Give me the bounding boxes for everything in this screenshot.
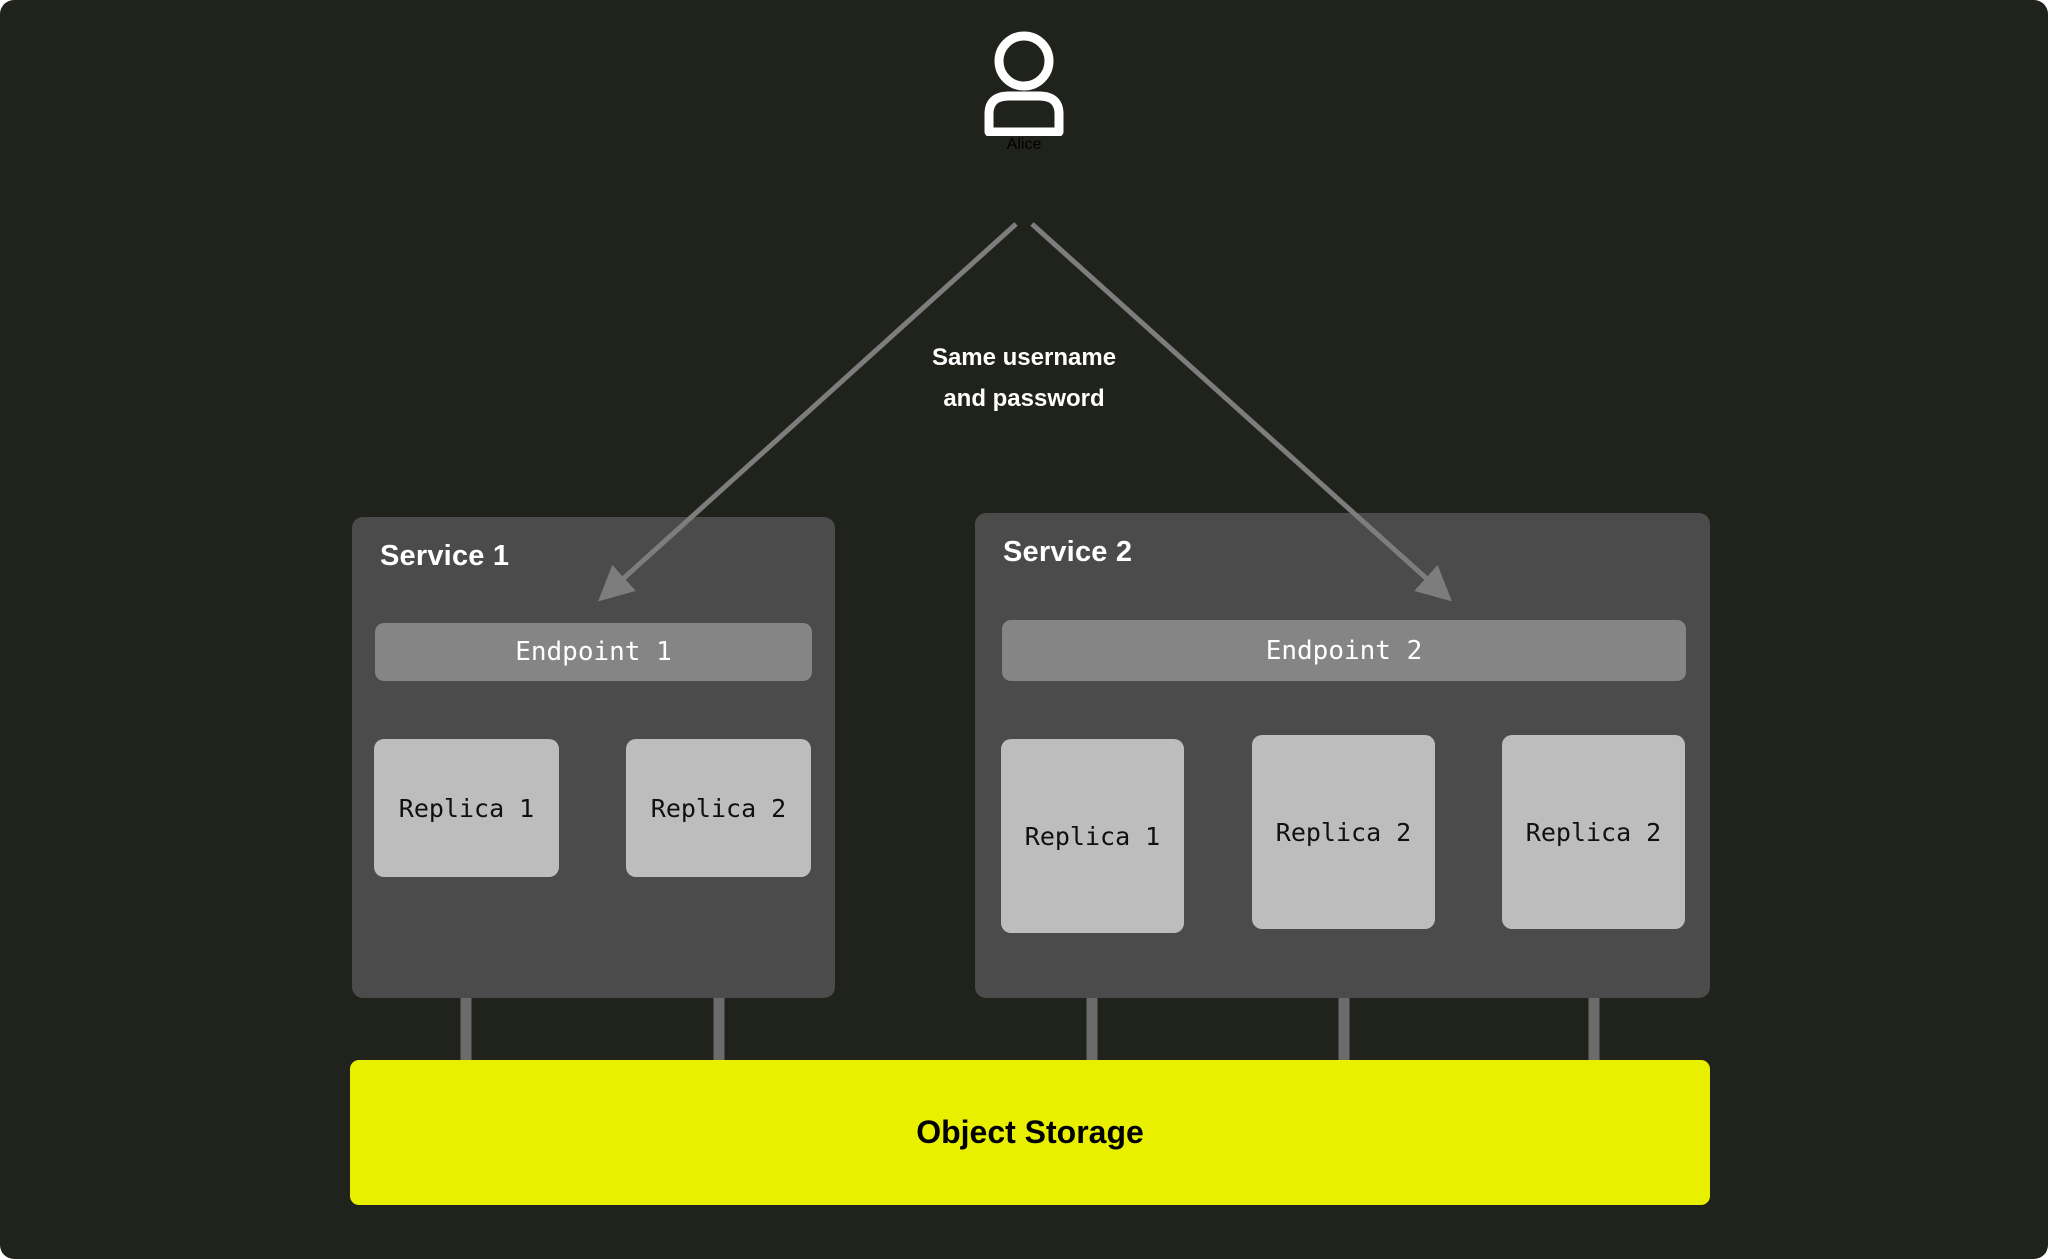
service-1-replica-1[interactable]: Replica 1: [374, 739, 559, 877]
endpoint-2[interactable]: Endpoint 2: [1002, 620, 1686, 681]
service-2-title: Service 2: [1003, 536, 1133, 568]
edge-caption-line-1: Same username: [931, 344, 1117, 371]
service-1-replica-2[interactable]: Replica 2: [626, 739, 811, 877]
arrow-to-service-1: [598, 222, 1018, 602]
edge-caption-line-2: and password: [943, 385, 1105, 412]
arrow-to-service-2: [1030, 222, 1452, 602]
actor-label: Alice: [1006, 136, 1042, 153]
user-icon: [984, 31, 1064, 136]
service-1-title: Service 1: [380, 540, 510, 572]
service-2-replica-2[interactable]: Replica 2: [1252, 735, 1435, 929]
endpoint-1[interactable]: Endpoint 1: [375, 623, 812, 681]
actor-alice: Alice: [0, 28, 2048, 154]
edge-caption: Same username and password: [724, 337, 1324, 419]
service-2-replica-3[interactable]: Replica 2: [1502, 735, 1685, 929]
service-2-replica-1[interactable]: Replica 1: [1001, 739, 1184, 933]
object-storage-bar[interactable]: Object Storage: [350, 1060, 1710, 1205]
